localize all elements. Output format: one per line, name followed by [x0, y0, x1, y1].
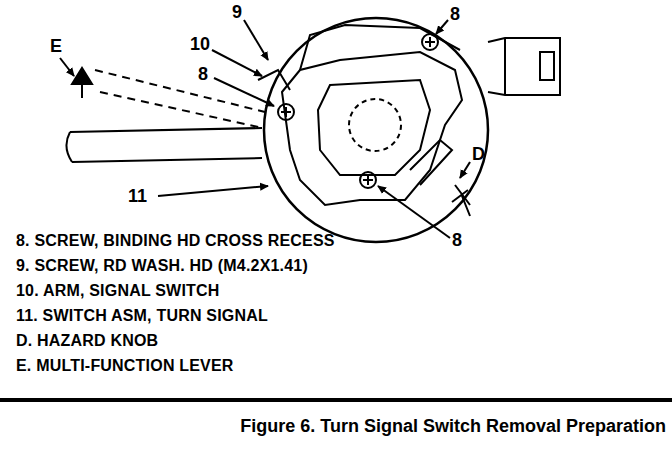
callout-number: D — [472, 144, 485, 165]
parts-list-entry: E. MULTI-FUNCTION LEVER — [16, 357, 234, 375]
callout-number: 8 — [198, 64, 208, 85]
parts-list-entry: 10. ARM, SIGNAL SWITCH — [16, 282, 220, 300]
figure-caption: Figure 6. Turn Signal Switch Removal Pre… — [240, 416, 666, 437]
divider-rule — [0, 398, 672, 402]
parts-list-entry: 8. SCREW, BINDING HD CROSS RECESS — [16, 232, 335, 250]
callout-number: E — [50, 36, 62, 57]
callout-number: 8 — [452, 230, 462, 251]
callout-number: 10 — [190, 34, 210, 55]
parts-list-entry: 9. SCREW, RD WASH. HD (M4.2X1.41) — [16, 257, 308, 275]
callout-number: 11 — [128, 186, 147, 207]
callout-number: 9 — [232, 2, 242, 23]
parts-list-entry: D. HAZARD KNOB — [16, 332, 158, 350]
callout-number: 8 — [450, 4, 460, 25]
parts-list-entry: 11. SWITCH ASM, TURN SIGNAL — [16, 307, 268, 325]
